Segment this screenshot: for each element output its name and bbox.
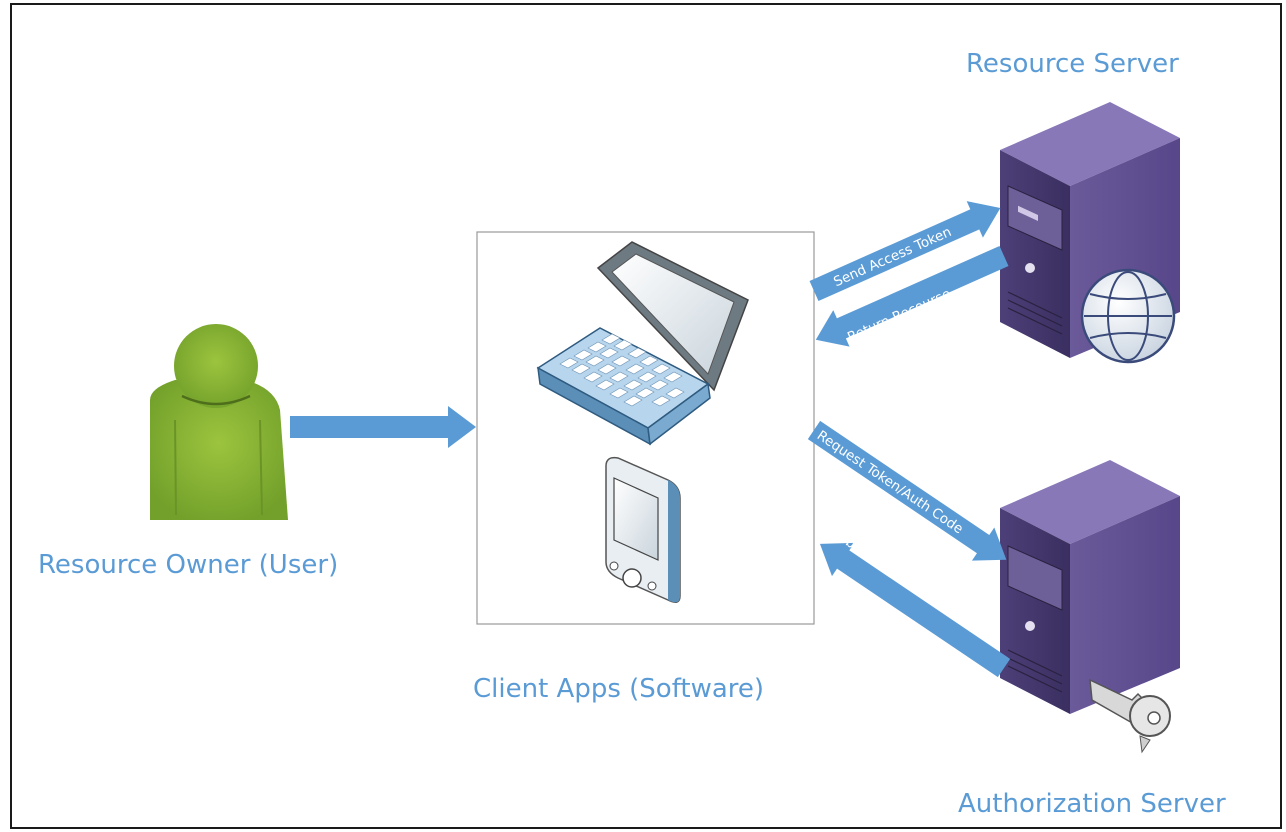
user-icon [150,324,288,520]
owner-to-client-arrow [290,406,476,448]
client-apps-box [476,231,815,625]
resource-server-label: Resource Server [966,49,1179,79]
return-resource-arrow [815,245,1009,347]
obtain-access-token-arrow [819,542,1011,678]
diagram-frame [10,3,1282,829]
authorization-server-label: Authorization Server [958,789,1226,819]
pda-icon [605,456,681,603]
laptop-icon [536,241,749,446]
globe-icon [1080,268,1176,364]
client-apps-label: Client Apps (Software) [473,674,764,704]
key-icon [1089,678,1171,754]
resource-owner-label: Resource Owner (User) [38,550,338,580]
authorization-server-icon [1000,460,1180,714]
request-token-label: Request Token/Auth Code [814,428,966,538]
